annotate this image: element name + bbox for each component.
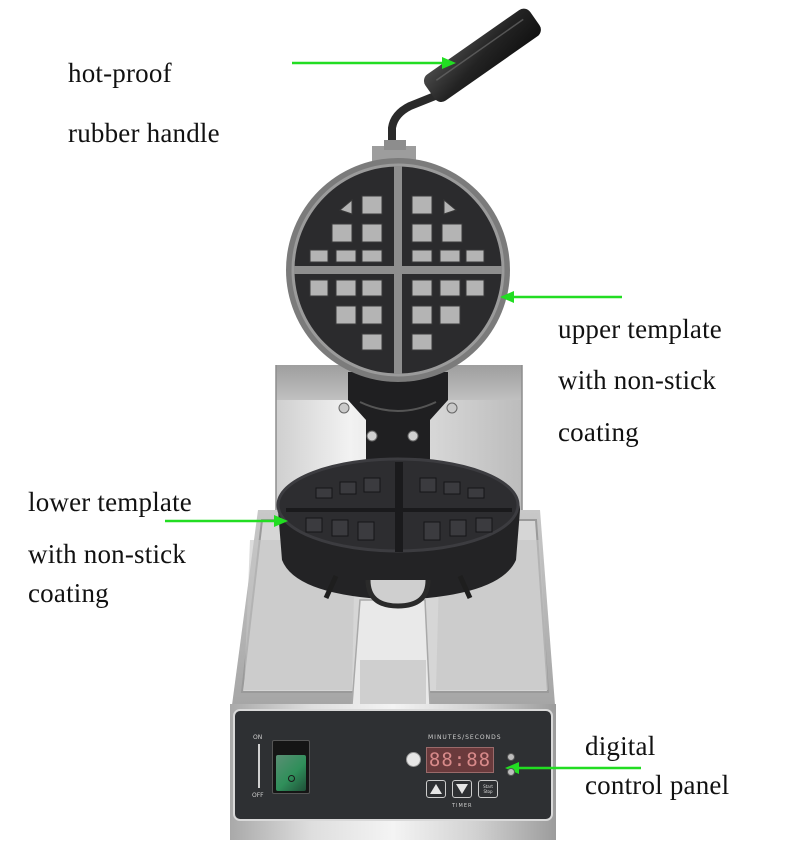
power-rocker-switch[interactable] bbox=[272, 740, 310, 794]
handle-label-line1: hot-proof bbox=[68, 58, 172, 88]
start-label: Start bbox=[483, 784, 493, 789]
control-panel-label-line2: control panel bbox=[585, 770, 730, 800]
rocker-circle-icon bbox=[288, 775, 295, 782]
lower-template-label-line3: coating bbox=[28, 578, 109, 608]
display-header: MINUTES/SECONDS bbox=[428, 734, 502, 741]
triangle-up-icon bbox=[430, 784, 442, 794]
hinge-arm bbox=[338, 372, 458, 460]
handle bbox=[372, 8, 541, 168]
timer-up-button[interactable] bbox=[426, 780, 446, 798]
upper-template-label-line1: upper template bbox=[558, 314, 722, 344]
stop-label: Stop bbox=[483, 789, 493, 794]
triangle-down-icon bbox=[456, 784, 468, 794]
rocker-green-face bbox=[276, 755, 306, 791]
switch-on-label: ON bbox=[253, 734, 263, 741]
arrow-lower-template bbox=[165, 515, 288, 527]
front-steel-strip bbox=[230, 822, 556, 840]
timer-display-value: 88:88 bbox=[428, 749, 492, 771]
switch-off-label: OFF bbox=[252, 792, 264, 799]
start-stop-button[interactable]: Start Stop bbox=[478, 780, 498, 798]
timer-display: 88:88 bbox=[426, 747, 494, 773]
power-switch-area: ON OFF bbox=[248, 732, 318, 802]
timer-down-button[interactable] bbox=[452, 780, 472, 798]
upper-template-label-line3: coating bbox=[558, 417, 639, 447]
upper-template-label-line2: with non-stick bbox=[558, 365, 717, 395]
lower-template-label-line1: lower template bbox=[28, 487, 192, 517]
timer-label: TIMER bbox=[452, 803, 473, 809]
indicator-light-left bbox=[406, 752, 421, 767]
on-off-arrow-icon bbox=[258, 744, 260, 788]
arrow-upper-template bbox=[500, 291, 622, 303]
handle-label-line2: rubber handle bbox=[68, 118, 220, 148]
indicator-light-bottom bbox=[507, 768, 515, 776]
lower-waffle-plate bbox=[276, 457, 520, 609]
control-panel-label-line1: digital bbox=[585, 731, 656, 761]
arrow-handle bbox=[292, 57, 456, 69]
upper-waffle-plate bbox=[286, 158, 510, 382]
indicator-light-top bbox=[507, 753, 515, 761]
lower-template-label-line2: with non-stick bbox=[28, 539, 187, 569]
